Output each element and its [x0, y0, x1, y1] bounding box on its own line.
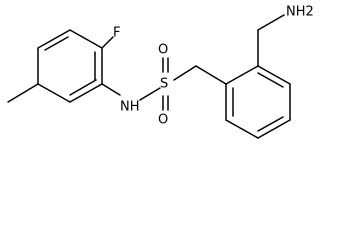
aminomethyl-nh2-label: NH2 [286, 5, 314, 20]
bond [69, 83, 103, 103]
molecule-drawing: F NH S O O NH2 [7, 5, 314, 139]
oxygen-bottom-label: O [158, 113, 168, 128]
double-bond-inner [69, 79, 97, 96]
bond [37, 83, 71, 103]
bond [257, 65, 291, 85]
bond-c-n [101, 83, 121, 96]
bond-methyl [7, 83, 39, 103]
benzylamine-ring [225, 65, 291, 139]
bond [225, 65, 259, 85]
bond-ch2-ring [195, 65, 227, 85]
structure-canvas: F NH S O O NH2 [7, 5, 314, 139]
fluoromethylphenyl-ring [37, 29, 103, 103]
bond [69, 29, 103, 49]
double-bond-inner [257, 72, 284, 88]
bond-n-s [139, 87, 161, 101]
sulfur-label: S [160, 77, 168, 92]
bond-c-f [101, 36, 114, 49]
double-bond-inner [257, 116, 284, 132]
fluorine-label: F [113, 26, 120, 41]
bond [225, 119, 259, 139]
bond-s-ch2 [173, 65, 197, 81]
bond [37, 29, 71, 49]
bond-ch2-n [257, 14, 285, 31]
bond [257, 119, 291, 139]
oxygen-top-label: O [158, 43, 168, 58]
amine-nh-label: NH [120, 100, 140, 115]
double-bond-inner [44, 36, 69, 51]
